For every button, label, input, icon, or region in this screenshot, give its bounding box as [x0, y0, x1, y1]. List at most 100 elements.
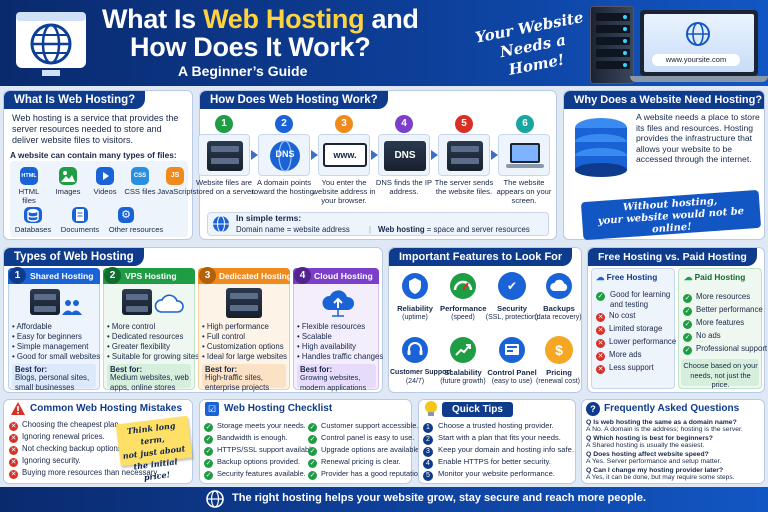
dns-server-icon: DNS — [384, 141, 426, 171]
step-number: 6 — [516, 115, 534, 133]
css-file-icon: CSS — [131, 167, 149, 185]
types-title: Types of Web Hosting — [4, 248, 144, 266]
checklist-item: ✓Customer support accessible. — [308, 421, 419, 432]
check-icon: ✓ — [204, 423, 213, 432]
step-4-box: DNS — [378, 134, 430, 176]
headset-icon — [402, 337, 428, 363]
step-6-box — [498, 134, 550, 176]
best-for-text: Medium websites, web apps, online stores — [110, 373, 189, 392]
laptop-globe-icon — [686, 22, 710, 46]
faq-answer: A Shared hosting is usually the easiest. — [586, 442, 705, 449]
faq-question: Q Can I change my hosting provider later… — [586, 467, 724, 474]
step-1-box — [198, 134, 250, 176]
step-label: The website appears on your screen. — [496, 178, 552, 205]
scalability-chart-icon — [450, 337, 476, 363]
x-icon: ✕ — [596, 339, 605, 348]
tip-number: 2 — [423, 435, 433, 445]
type-number: 3 — [199, 267, 216, 284]
best-for-label: Best for: — [110, 365, 143, 374]
tip-number: 3 — [423, 447, 433, 457]
type-points: Flexible resourcesScalableHigh availabil… — [297, 322, 383, 362]
mistake-item: ✕Choosing the cheapest plan. — [9, 420, 121, 431]
checklist-title: Web Hosting Checklist — [224, 403, 333, 414]
type-number: 4 — [294, 267, 311, 284]
security-shield-icon: ✔ — [498, 272, 526, 300]
check-icon: ✓ — [683, 320, 692, 329]
step-number: 2 — [275, 115, 293, 133]
tips-title: Quick Tips — [442, 402, 513, 417]
check-icon: ✓ — [204, 447, 213, 456]
step-2-box: DNS — [258, 134, 310, 176]
simple-terms-hosting: Web hosting = space and server resources — [378, 225, 530, 234]
faq-answer: A No. A domain is the address; hosting i… — [586, 426, 743, 433]
feature-sub: (SSL, protection) — [485, 314, 539, 321]
type-name: VPS Hosting — [125, 271, 177, 281]
checklist-item: ✓Renewal pricing is clear. — [308, 457, 401, 468]
server-icon — [226, 288, 262, 318]
check-icon: ✓ — [683, 294, 692, 303]
feature-name: Performance — [440, 304, 487, 313]
features-panel: Important Features to Look For — [388, 247, 582, 393]
card-header — [198, 268, 290, 284]
feature-name: Reliability — [397, 304, 433, 313]
tip-number: 4 — [423, 459, 433, 469]
laptop-url: www.yoursite.com — [652, 54, 740, 66]
dns-label: DNS — [275, 149, 295, 159]
image-icon — [59, 167, 77, 185]
best-for-text: Blogs, personal sites, small businesses — [15, 373, 90, 392]
step-number: 1 — [215, 115, 233, 133]
globe-icon — [206, 490, 224, 508]
free-item: ✕More ads — [596, 350, 642, 361]
laptop-icon: www.yoursite.com — [640, 10, 758, 76]
browser-address-icon: www. — [323, 143, 367, 167]
dns-globe-icon — [270, 140, 300, 172]
faq-title: Frequently Asked Questions — [604, 403, 740, 414]
checklist-item: ✓Storage meets your needs. — [204, 421, 306, 432]
tip-number: 5 — [423, 471, 433, 481]
feature-sub: (speed) — [451, 314, 475, 321]
free-hosting-title: ☁ Free Hosting — [596, 272, 658, 282]
paid-hosting-title: ☁ Paid Hosting — [684, 272, 746, 282]
free-item: ✕Less support — [596, 363, 654, 374]
step-number: 5 — [455, 115, 473, 133]
best-for-label: Best for: — [15, 365, 48, 374]
server-tower-icon — [590, 6, 634, 84]
type-number: 1 — [9, 267, 26, 284]
free-item: ✕No cost — [596, 311, 636, 322]
faq-panel — [581, 399, 765, 484]
checklist-item: ✓Backup options provided. — [204, 457, 300, 468]
tip-number: 1 — [423, 423, 433, 433]
laptop-screen-icon — [506, 143, 544, 168]
warning-icon — [10, 401, 26, 417]
checklist-item: ✓Upgrade options are available. — [308, 445, 422, 456]
check-icon: ✓ — [683, 307, 692, 316]
free-hosting-card — [591, 268, 675, 389]
laptop-base — [630, 76, 768, 82]
cloud-icon: ☁ — [596, 272, 607, 282]
footer-text: The right hosting helps your website gro… — [232, 492, 647, 504]
feature-name: Backups — [543, 304, 575, 313]
feature-sub: (easy to use) — [491, 378, 533, 385]
card-header — [103, 268, 195, 284]
cloud-upload-icon — [322, 290, 355, 317]
feature-sub: (renewal cost) — [536, 378, 580, 385]
feature-sub: (future growth) — [440, 378, 486, 385]
features-title: Important Features to Look For — [389, 248, 573, 266]
type-name: Cloud Hosting — [314, 271, 373, 281]
check-icon: ✓ — [308, 471, 317, 480]
question-icon: ? — [586, 402, 600, 416]
checklist-item: ✓Security features available. — [204, 469, 306, 480]
simple-terms-domain: Domain name = website address — [236, 225, 350, 234]
feature-name: Scalability — [444, 368, 482, 377]
paid-item: ✓Professional support — [683, 344, 768, 355]
faq-question: Q Is web hosting the same as a domain na… — [586, 419, 737, 426]
server-icon — [122, 289, 152, 315]
checklist-item: ✓HTTPS/SSL support available. — [204, 445, 317, 456]
paid-item: ✓More resources — [683, 292, 751, 303]
checklist-item: ✓Provider has a good reputation. — [308, 469, 425, 480]
mistake-item: ✕Not checking backup options. — [9, 444, 124, 455]
server-icon — [207, 141, 243, 171]
feature-sub: (data recovery) — [534, 314, 582, 321]
page-subtitle: A Beginner’s Guide — [178, 63, 308, 79]
